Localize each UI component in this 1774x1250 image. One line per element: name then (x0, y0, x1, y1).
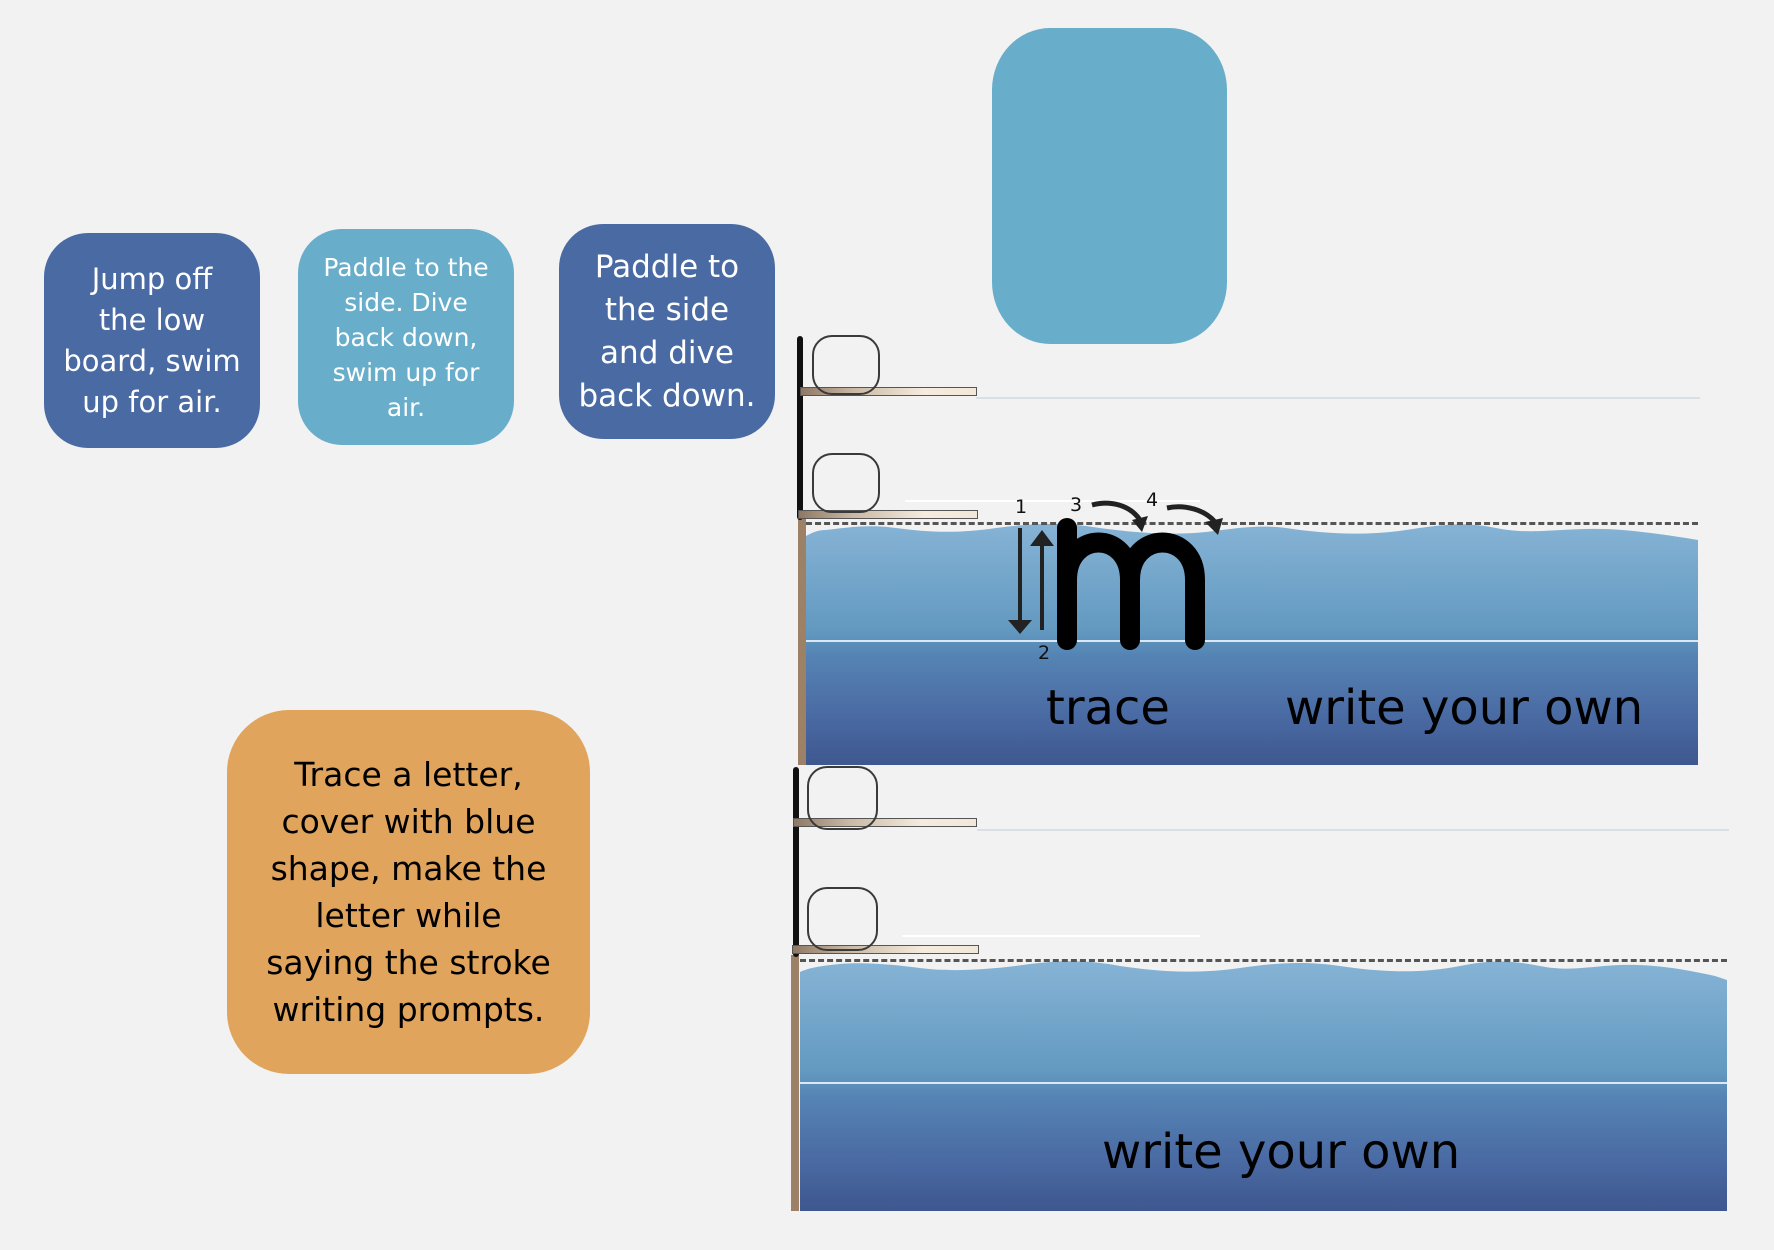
water-area (800, 958, 1727, 1211)
instruction-card-paddle-side[interactable]: Paddle to the side and dive back down. (559, 224, 775, 439)
activity-instruction-text: Trace a letter, cover with blue shape, m… (266, 755, 551, 1029)
stroke-number-3: 3 (1070, 494, 1083, 516)
stroke-number-1: 1 (1015, 496, 1028, 518)
faint-guide-line (905, 500, 1200, 502)
write-your-own-label: write your own (1285, 680, 1644, 736)
instruction-card-text: Jump off the low board, swim up for air. (63, 261, 241, 419)
stroke-number-2: 2 (1038, 642, 1051, 664)
midline-dotted (800, 959, 1727, 962)
diving-pole (797, 336, 803, 520)
midline-dotted (806, 522, 1698, 525)
instruction-card-low-board[interactable]: Jump off the low board, swim up for air. (44, 233, 260, 448)
water-area (806, 520, 1698, 765)
pool-wall (798, 518, 806, 765)
stroke-number-4: 4 (1146, 489, 1159, 511)
high-board-box[interactable] (812, 335, 880, 395)
top-guide-line (976, 397, 1700, 399)
instruction-card-paddle-dive[interactable]: Paddle to the side. Dive back down, swim… (298, 229, 514, 445)
low-board-box[interactable] (807, 887, 878, 951)
instruction-card-text: Paddle to the side and dive back down. (578, 248, 756, 414)
high-diving-board (800, 387, 977, 396)
high-board-box[interactable] (807, 766, 878, 830)
baseline (806, 640, 1698, 642)
diving-pole (793, 767, 799, 957)
pool-wall (791, 955, 799, 1211)
letter-m-stroke-guide (1008, 500, 1223, 650)
instruction-card-text: Paddle to the side. Dive back down, swim… (323, 252, 489, 422)
trace-label: trace (1046, 680, 1170, 736)
water-wave (800, 958, 1727, 980)
activity-instruction-card: Trace a letter, cover with blue shape, m… (227, 710, 590, 1074)
high-diving-board (793, 818, 977, 827)
low-diving-board (798, 510, 978, 519)
baseline (800, 1082, 1727, 1084)
low-diving-board (792, 945, 979, 954)
low-board-box[interactable] (812, 453, 880, 513)
faint-guide-line (902, 935, 1200, 937)
top-guide-line (977, 829, 1729, 831)
blue-cover-shape[interactable] (992, 28, 1227, 344)
write-your-own-label: write your own (1102, 1124, 1461, 1180)
